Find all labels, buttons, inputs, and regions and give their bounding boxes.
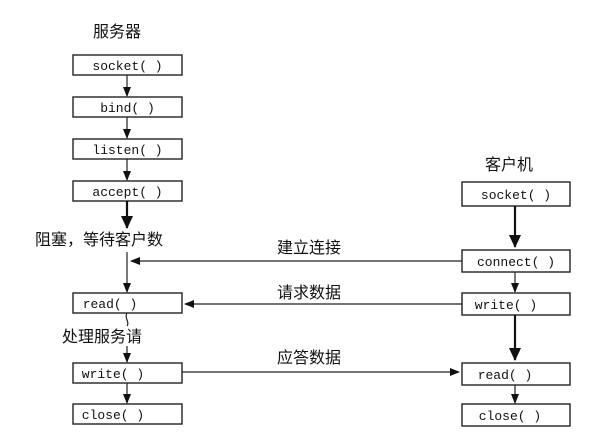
- server-title: 服务器: [93, 22, 141, 41]
- server-blocking-note: 阻塞，等待客户数: [35, 230, 163, 249]
- response-message-label: 应答数据: [277, 348, 341, 367]
- client-read-label: read( ): [478, 368, 533, 383]
- client-write-label: write( ): [475, 298, 537, 313]
- client-close-label: close( ): [479, 409, 541, 424]
- connect-message-label: 建立连接: [277, 238, 341, 257]
- client-socket-label: socket( ): [481, 188, 551, 203]
- client-close-box: close( ): [461, 403, 571, 427]
- server-socket-label: socket( ): [92, 59, 162, 74]
- server-close-label: close( ): [82, 408, 144, 423]
- client-connect-box: connect( ): [461, 249, 571, 273]
- server-listen-label: listen( ): [92, 143, 162, 158]
- server-bind-label: bind( ): [100, 101, 155, 116]
- server-write-box: write( ): [72, 362, 183, 384]
- client-title: 客户机: [485, 155, 533, 174]
- server-bind-box: bind( ): [72, 96, 183, 118]
- server-squiggle: [125, 312, 129, 327]
- server-close-box: close( ): [72, 403, 183, 425]
- server-read-box: read( ): [72, 292, 183, 314]
- server-process-note: 处理服务请: [62, 327, 142, 346]
- server-accept-label: accept( ): [92, 185, 162, 200]
- client-read-box: read( ): [461, 362, 571, 386]
- server-socket-box: socket( ): [72, 54, 183, 76]
- server-accept-box: accept( ): [72, 180, 183, 202]
- server-listen-box: listen( ): [72, 138, 183, 160]
- client-write-box: write( ): [461, 292, 571, 316]
- server-write-label: write( ): [82, 367, 144, 382]
- server-read-label: read( ): [83, 297, 138, 312]
- request-message-label: 请求数据: [277, 283, 341, 302]
- client-connect-label: connect( ): [477, 255, 555, 270]
- client-socket-box: socket( ): [461, 181, 571, 207]
